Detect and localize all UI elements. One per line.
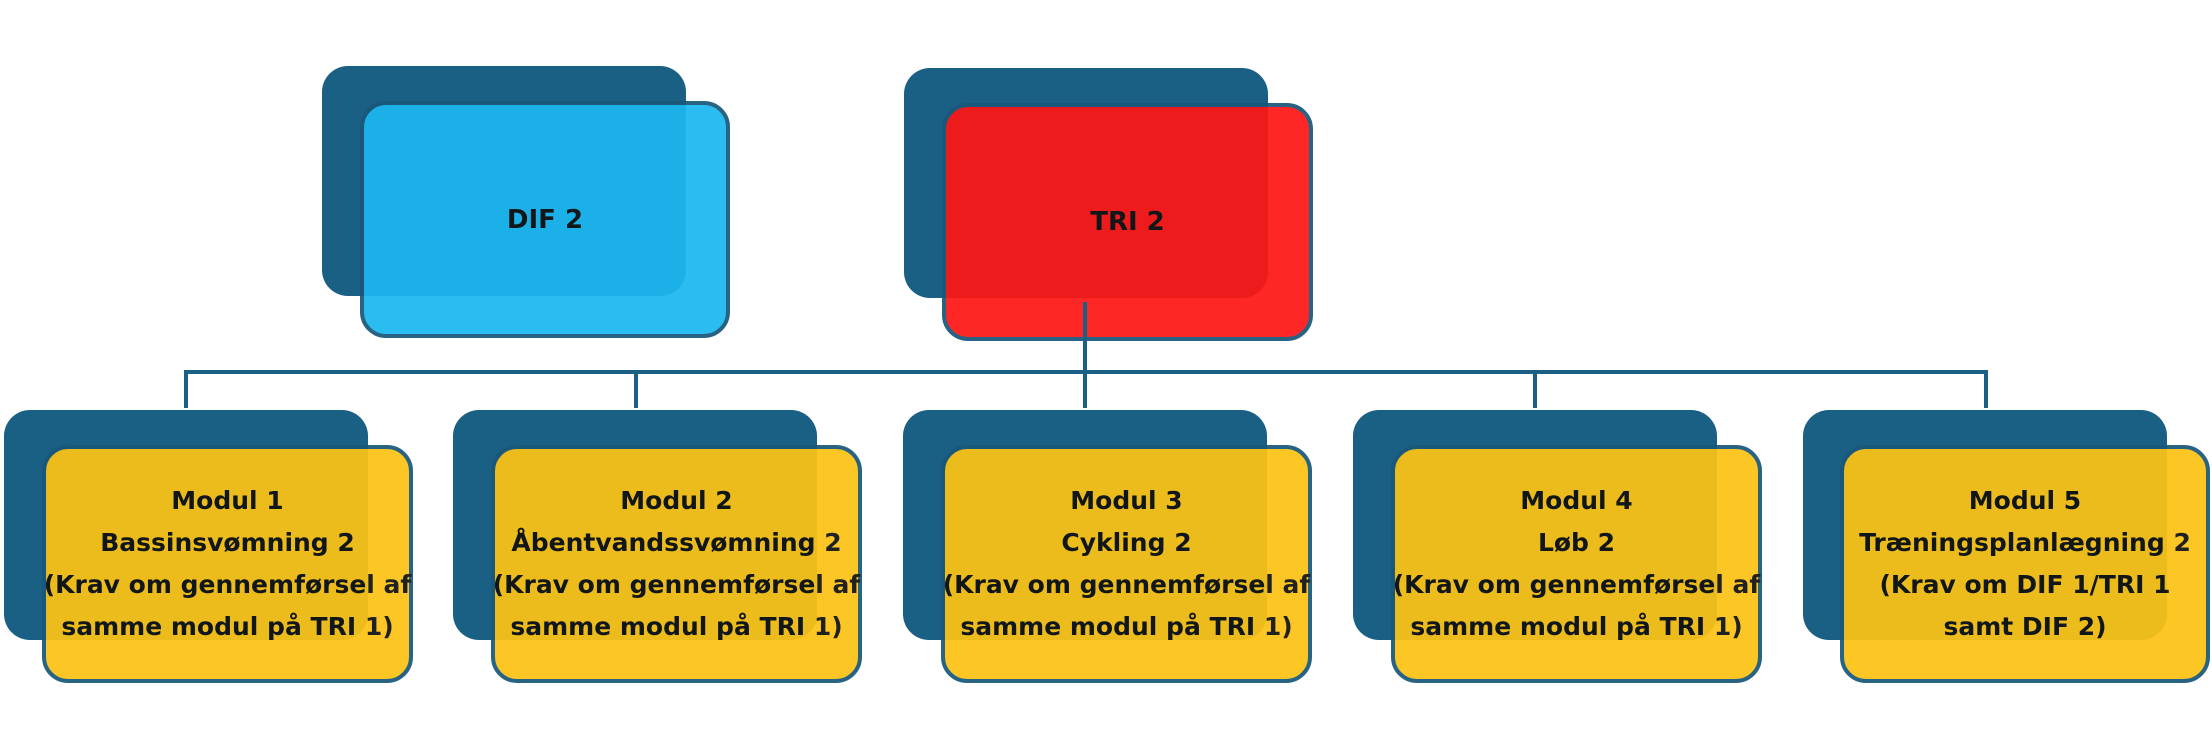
connector-drop-3 xyxy=(1083,370,1087,408)
module-2-name: Åbentvandssvømning 2 xyxy=(511,528,842,557)
tri2-label: TRI 2 xyxy=(1090,207,1165,237)
module-4-title: Modul 4 xyxy=(1520,486,1633,515)
module-4-requirement-1: (Krav om gennemførsel af xyxy=(1392,570,1761,599)
connector-drop-1 xyxy=(184,370,188,408)
module-3-title: Modul 3 xyxy=(1070,486,1183,515)
dif2-label: DIF 2 xyxy=(506,204,584,235)
module-1-name: Bassinsvømning 2 xyxy=(100,528,355,557)
tri2-node: TRI 2 xyxy=(942,103,1313,341)
module-5-requirement-1: (Krav om DIF 1/TRI 1 xyxy=(1879,570,2171,599)
connector-drop-4 xyxy=(1533,370,1537,408)
module-2-node: Modul 2 Åbentvandssvømning 2 (Krav om ge… xyxy=(491,445,862,683)
module-4-name: Løb 2 xyxy=(1537,528,1616,557)
connector-vertical-main xyxy=(1083,302,1087,372)
module-3-node: Modul 3 Cykling 2 (Krav om gennemførsel … xyxy=(941,445,1312,683)
module-4-requirement-2: samme modul på TRI 1) xyxy=(1410,612,1743,641)
module-1-title: Modul 1 xyxy=(171,486,284,515)
connector-drop-5 xyxy=(1984,370,1988,408)
module-1-requirement-1: (Krav om gennemførsel af xyxy=(43,570,412,599)
module-1-requirement-2: samme modul på TRI 1) xyxy=(61,612,394,641)
module-1-node: Modul 1 Bassinsvømning 2 (Krav om gennem… xyxy=(42,445,413,683)
module-5-name: Træningsplanlægning 2 xyxy=(1859,528,2191,557)
module-5-requirement-2: samt DIF 2) xyxy=(1943,612,2107,641)
module-3-requirement-1: (Krav om gennemførsel af xyxy=(942,570,1311,599)
module-2-requirement-2: samme modul på TRI 1) xyxy=(510,612,843,641)
module-2-requirement-1: (Krav om gennemførsel af xyxy=(492,570,861,599)
module-5-node: Modul 5 Træningsplanlægning 2 (Krav om D… xyxy=(1840,445,2210,683)
module-4-node: Modul 4 Løb 2 (Krav om gennemførsel af s… xyxy=(1391,445,1762,683)
connector-drop-2 xyxy=(634,370,638,408)
module-2-title: Modul 2 xyxy=(620,486,733,515)
dif2-node: DIF 2 xyxy=(360,101,730,338)
module-5-title: Modul 5 xyxy=(1968,486,2082,515)
module-3-requirement-2: samme modul på TRI 1) xyxy=(960,612,1293,641)
module-3-name: Cykling 2 xyxy=(1061,528,1192,557)
